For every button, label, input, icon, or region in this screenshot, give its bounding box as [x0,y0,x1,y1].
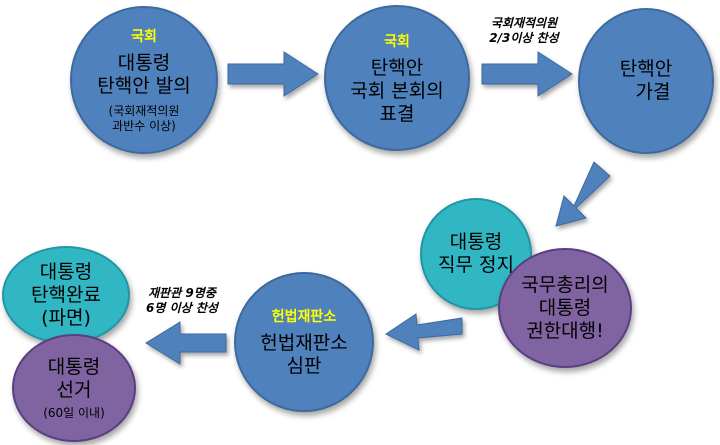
arrow-vote-to-passed [481,51,573,97]
note-assembly-vote: 국회재적의원 2/3이상 찬성 [476,16,572,46]
note-court-vote-line-1: 재판관 9명중 [148,286,216,300]
node-removed-line-1: 대통령 [39,260,93,283]
arrow-passed-to-suspension [555,161,611,227]
node-court-line-1: 헌법재판소 [260,332,348,354]
node-suspension-line-1: 대통령 [449,231,503,253]
arrow-acting-to-court [384,313,463,351]
node-impeachment-complete: 대통령 탄핵완료 (파면) [2,246,130,344]
node-vote-tag: 국회 [384,33,410,50]
node-constitutional-court: 헌법재판소 헌법재판소 심판 [234,272,374,412]
node-presidential-election: 대통령 선거 (60일 이내) [12,334,136,442]
node-acting-line-1: 국무총리의 [521,273,609,296]
node-passed-line-2: 가결 [635,81,671,103]
arrow-proposal-to-vote [227,51,319,97]
node-acting-president: 국무총리의 대통령 권한대행! [498,248,632,368]
node-suspension-line-2: 직무 정지 [438,254,514,276]
note-court-vote-line-2: 6명 이상 찬성 [146,301,218,315]
node-election-line-1: 대통령 [47,355,101,378]
node-proposal-sub-2: 과반수 이상) [112,119,176,133]
node-court-line-2: 심판 [286,355,322,377]
arrow-court-to-result [145,321,227,365]
node-proposal-line-1: 대통령 [117,52,171,74]
node-passed-line-1: 탄핵안 [619,58,673,80]
node-proposal-sub-1: (국회재적의원 [108,104,180,118]
node-election-line-2: 선거 [56,378,92,401]
note-assembly-vote-line-1: 국회재적의원 [490,16,558,30]
node-election-sub: (60일 이내) [43,405,105,420]
node-vote-line-2: 국회 본회의 [350,79,444,102]
note-assembly-vote-line-2: 2/3이상 찬성 [489,31,559,45]
node-assembly-vote: 국회 탄핵안 국회 본회의 표결 [324,5,470,151]
node-removed-line-3: (파면) [41,306,91,329]
node-acting-line-3: 권한대행! [526,319,604,342]
node-proposal-tag: 국회 [131,29,157,45]
node-impeachment-proposal: 국회 대통령 탄핵안 발의 (국회재적의원 과반수 이상) [70,6,218,154]
node-acting-line-2: 대통령 [538,296,592,319]
node-proposal-line-2: 탄핵안 발의 [97,75,191,97]
node-vote-line-1: 탄핵안 [370,56,424,79]
note-court-vote: 재판관 9명중 6명 이상 찬성 [132,286,232,316]
node-removed-line-2: 탄핵완료 [31,283,101,306]
node-impeachment-passed: 탄핵안 가결 [578,8,714,154]
node-vote-line-3: 표결 [379,102,415,125]
node-court-tag: 헌법재판소 [271,309,337,325]
